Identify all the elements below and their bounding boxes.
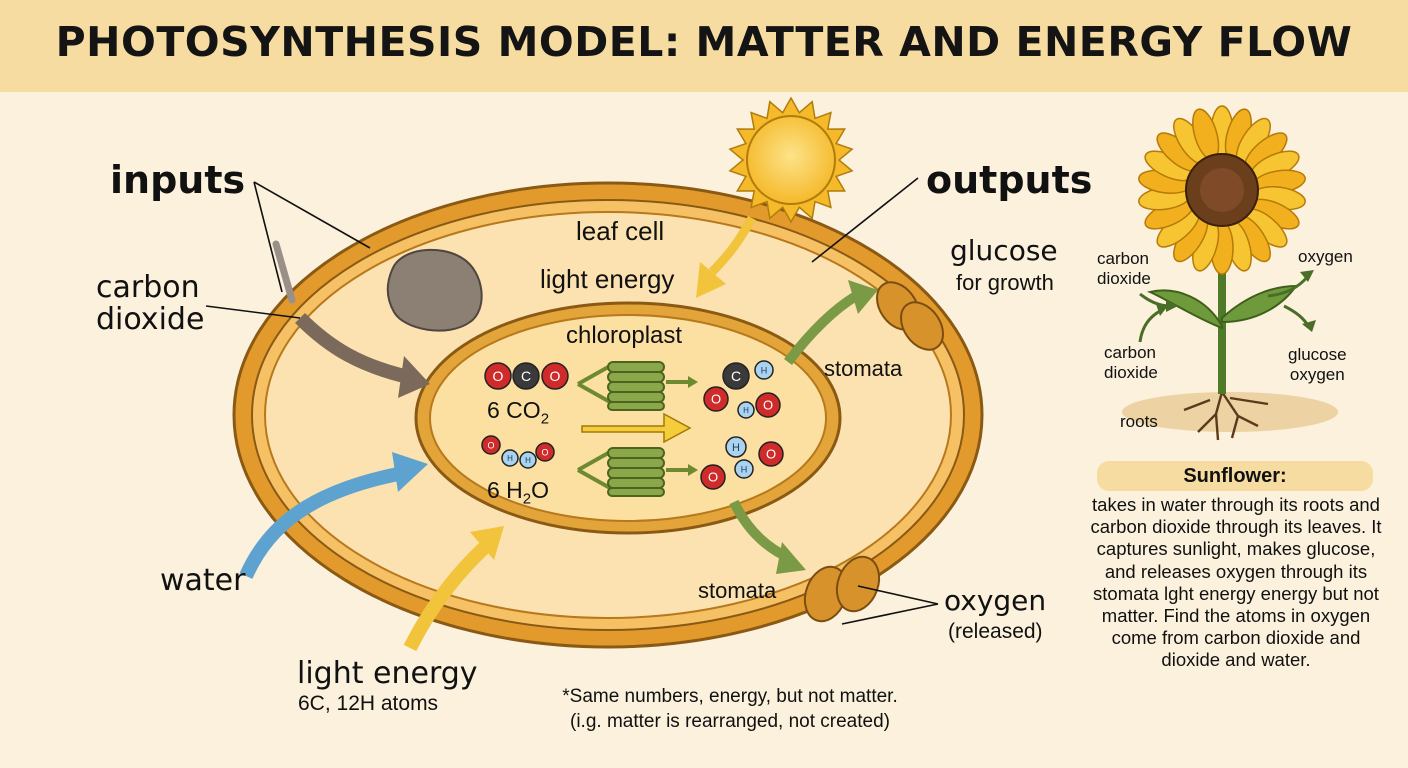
chloroplast-flow-arrow xyxy=(581,412,692,444)
light-energy-bottom-sublabel: 6C, 12H atoms xyxy=(298,692,439,715)
atom-label-h: H xyxy=(743,406,749,415)
water-label: water xyxy=(160,563,246,598)
nucleus-blob xyxy=(386,248,483,332)
atom-label-h: H xyxy=(507,454,513,463)
atom-o xyxy=(535,442,555,462)
footnote-line2: (i.g. matter is rearranged, not created) xyxy=(570,711,890,732)
co2-tube xyxy=(272,240,296,304)
footnote-line1: *Same numbers, energy, but not matter. xyxy=(562,686,898,707)
stomata-right xyxy=(876,281,944,351)
inputs-heading: inputs xyxy=(110,158,246,202)
atom-label-h: H xyxy=(732,442,740,454)
light-energy-top-arrow-head xyxy=(696,262,726,298)
oxygen-label: oxygen xyxy=(944,584,1047,617)
atom-o xyxy=(758,441,784,467)
light-energy-top-arrow-shaft xyxy=(708,215,756,276)
glucose-arrow-head xyxy=(848,280,878,314)
roots-illustration xyxy=(1183,391,1269,441)
atom-h xyxy=(754,360,774,380)
oxygen-arrow-head xyxy=(776,542,806,574)
chloroplast-label: chloroplast xyxy=(566,322,683,349)
co2-formula-subscript: 2 xyxy=(540,410,550,428)
carbon-dioxide-label: carbon dioxide xyxy=(96,272,204,336)
sun xyxy=(728,96,854,224)
co2-formula-main: 6 CO xyxy=(487,397,541,423)
atom-label-h: H xyxy=(741,464,748,474)
carbon-dioxide-label-line1: carbon xyxy=(96,270,200,305)
light-energy-bottom-label: light energy xyxy=(297,656,478,691)
light-energy-bottom-arrow-shaft xyxy=(403,540,491,652)
atom-label-h: H xyxy=(761,365,768,375)
atom-label-o: O xyxy=(766,447,776,462)
atom-label-o: O xyxy=(711,392,721,407)
soil xyxy=(1122,392,1338,432)
sunflower-carbon-dioxide-mid-label: carbon dioxide xyxy=(1104,343,1158,382)
stomata-right-label: stomata xyxy=(824,356,903,381)
leaf-cell-label: leaf cell xyxy=(576,216,665,246)
atom-label-o: O xyxy=(763,398,773,413)
atom-o xyxy=(703,386,729,412)
stomata-bottom xyxy=(803,555,881,623)
glucose-arrow-shaft xyxy=(784,291,859,366)
atom-label-h: H xyxy=(525,456,531,465)
atom-h xyxy=(519,451,537,469)
sunflower-glucose-oxygen-label: glucose oxygen xyxy=(1288,345,1347,384)
footnote: *Same numbers, energy, but not matter. (… xyxy=(470,684,990,734)
sunflower-description: takes in water through its roots and car… xyxy=(1090,494,1382,671)
atom-c xyxy=(722,362,750,390)
oxygen-sublabel: (released) xyxy=(948,620,1043,643)
water-arrow-shaft xyxy=(239,467,400,579)
thylakoid-stack-top xyxy=(577,361,698,411)
stomata-bottom-label: stomata xyxy=(698,578,777,603)
carbon-dioxide-arrow-head xyxy=(398,356,430,398)
sunflower-title-box xyxy=(1097,461,1373,491)
light-energy-bottom-arrow-head xyxy=(470,526,504,560)
atom-o xyxy=(541,362,569,390)
sunflower-illustration xyxy=(1122,105,1338,441)
h2o-formula-main: 6 H xyxy=(487,477,523,503)
co2-formula: 6 CO2 xyxy=(487,397,549,428)
outputs-heading: outputs xyxy=(926,158,1093,202)
atom-h xyxy=(501,449,519,467)
sunflower-carbon-dioxide-top-label: carbon dioxide xyxy=(1097,249,1151,288)
h2o-formula-tail: O xyxy=(531,477,550,503)
atom-c xyxy=(512,362,540,390)
atom-label-c: C xyxy=(521,368,531,384)
leaf-left xyxy=(1146,289,1223,330)
atom-o xyxy=(481,435,501,455)
carbon-dioxide-arrow-shaft xyxy=(295,313,414,385)
atom-o xyxy=(700,464,726,490)
carbon-dioxide-label-line2: dioxide xyxy=(96,302,205,337)
light-energy-top-label: light energy xyxy=(540,264,675,294)
sunflower-title: Sunflower: xyxy=(1183,465,1287,487)
atom-label-o: O xyxy=(487,440,494,450)
sunflower-roots-label: roots xyxy=(1120,412,1158,431)
atom-label-c: C xyxy=(731,368,741,384)
atom-h xyxy=(725,436,747,458)
atom-o xyxy=(484,362,512,390)
page-title: PHOTOSYNTHESIS MODEL: MATTER AND ENERGY … xyxy=(55,18,1353,66)
glucose-label: glucose xyxy=(950,234,1058,267)
atom-label-o: O xyxy=(493,368,504,384)
atom-label-o: O xyxy=(541,447,548,457)
atom-label-o: O xyxy=(708,470,718,485)
h2o-formula-subscript: 2 xyxy=(522,490,532,508)
atom-h xyxy=(737,401,755,419)
atom-label-o: O xyxy=(550,368,561,384)
atom-o xyxy=(755,392,781,418)
h2o-formula: 6 H2O xyxy=(487,477,549,508)
water-arrow-head xyxy=(392,452,428,492)
title-banner xyxy=(0,0,1408,92)
sunflower-oxygen-label: oxygen xyxy=(1298,247,1353,266)
glucose-sublabel: for growth xyxy=(956,270,1054,295)
leader-lines xyxy=(205,177,939,625)
thylakoid-stack-bottom xyxy=(577,447,698,497)
atom-h xyxy=(734,459,754,479)
